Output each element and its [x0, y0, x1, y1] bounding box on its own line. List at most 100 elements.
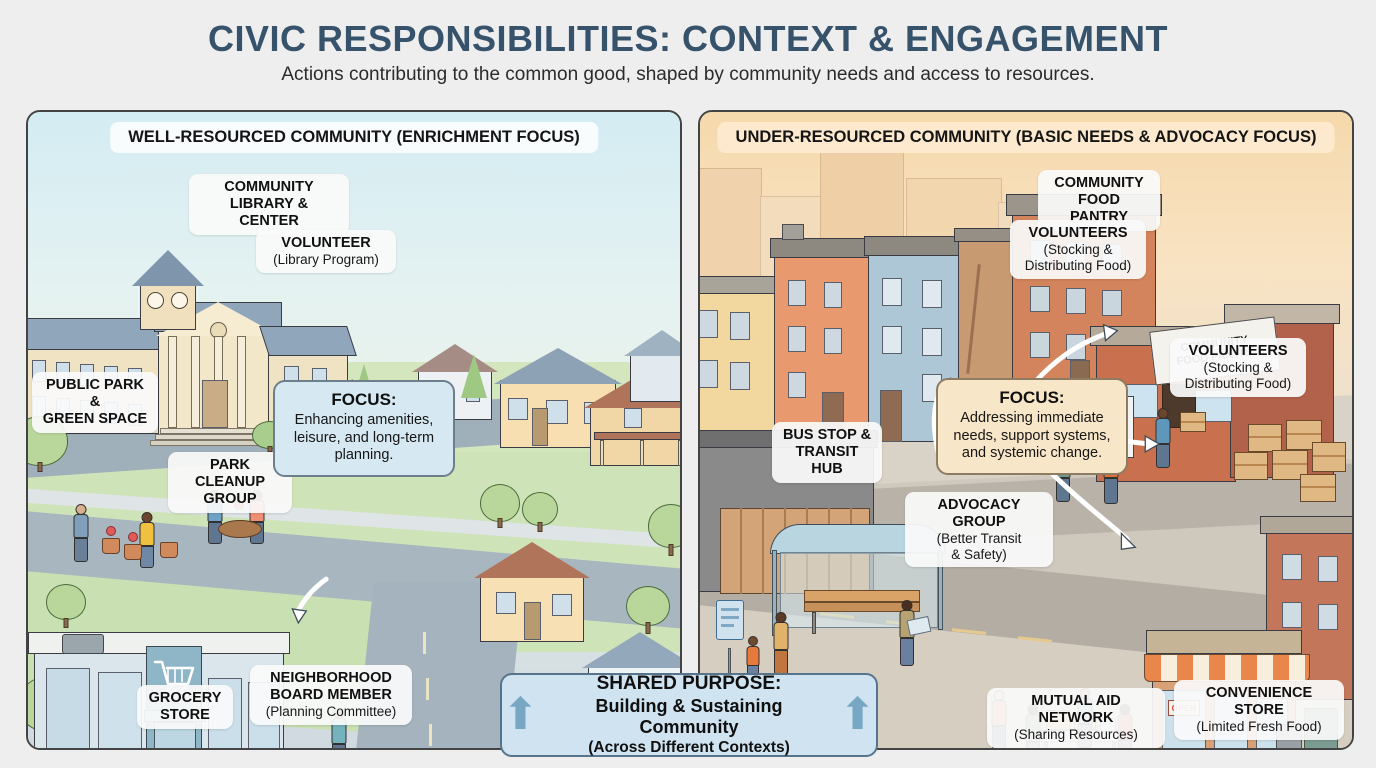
label-line1: VOLUNTEER [281, 235, 371, 251]
flower-pot [160, 542, 178, 558]
evergreen-tree [460, 354, 488, 404]
background-building [700, 168, 762, 278]
bus-shelter-bench-seat [804, 590, 920, 602]
focus-box-right: FOCUS: Addressing immediate needs, suppo… [936, 378, 1128, 475]
tree [480, 482, 520, 528]
sign-line [721, 608, 739, 611]
cargo-box [1180, 412, 1206, 432]
label-park-cleanup-group: PARK CLEANUP GROUP [168, 452, 292, 513]
shared-purpose-line2: Building & Sustaining Community [595, 695, 783, 738]
panel-well-resourced-community: WELL-RESOURCED COMMUNITY (ENRICHMENT FOC… [26, 110, 682, 750]
label-line1: MUTUAL AID NETWORK [1031, 693, 1121, 726]
right-panel-header: UNDER-RESOURCED COMMUNITY (BASIC NEEDS &… [717, 122, 1335, 153]
porch-post [640, 440, 644, 466]
person-park-gardener-2 [136, 512, 158, 570]
clock-face-icon [147, 292, 164, 309]
label-volunteer-library-program: VOLUNTEER (Library Program) [256, 230, 396, 273]
tree [46, 582, 86, 628]
flower-pot [102, 538, 120, 554]
store-awning [1144, 654, 1310, 682]
label-neighborhood-board-member: NEIGHBORHOOD BOARD MEMBER (Planning Comm… [250, 665, 412, 725]
bus-shelter-bench-back [804, 602, 920, 612]
rowhouse-roof [864, 236, 968, 256]
label-line2: (Better Transit & Safety) [936, 530, 1022, 562]
library-tower-spire [132, 250, 204, 286]
wall-plank-line [740, 508, 742, 594]
porch-post [678, 440, 680, 466]
person-park-gardener-1 [70, 504, 92, 564]
library-column [168, 336, 177, 428]
arrow-up-right-icon: ⬆ [839, 690, 876, 740]
flower-pot [124, 544, 142, 560]
shared-purpose-text: SHARED PURPOSE: Building & Sustaining Co… [539, 673, 839, 758]
cargo-box [1248, 424, 1282, 452]
focus-body: Addressing immediate needs, support syst… [953, 410, 1111, 462]
lane-marking [429, 724, 432, 746]
label-line1: VOLUNTEERS [1188, 343, 1288, 359]
bench-leg [812, 612, 816, 634]
label-community-library-center: COMMUNITY LIBRARY & CENTER [189, 174, 349, 235]
person-pantry-volunteer-3 [1152, 408, 1174, 470]
label-line1: COMMUNITY FOOD PANTRY [1054, 175, 1144, 225]
cargo-box [1312, 442, 1346, 472]
label-volunteers-stocking-left: VOLUNTEERS (Stocking & Distributing Food… [1010, 220, 1146, 279]
shared-purpose-banner: ⬆ SHARED PURPOSE: Building & Sustaining … [500, 673, 878, 757]
lane-marking [423, 632, 426, 654]
porch-roof [594, 432, 680, 440]
page-subtitle: Actions contributing to the common good,… [281, 64, 1095, 85]
person-transit-rider-adult [770, 612, 792, 678]
arrow-up-left-icon: ⬆ [502, 690, 539, 740]
shared-purpose-title: SHARED PURPOSE: [596, 672, 782, 694]
label-line1: GROCERY STORE [148, 690, 222, 723]
label-line2: (Stocking & Distributing Food) [1024, 241, 1132, 273]
clock-face-icon [171, 292, 188, 309]
tree [522, 490, 558, 532]
rowhouse-roof [770, 238, 878, 258]
label-line2: (Stocking & Distributing Food) [1184, 359, 1292, 391]
label-line1: BUS STOP & TRANSIT HUB [782, 427, 872, 477]
label-line1: PUBLIC PARK & GREEN SPACE [42, 377, 148, 427]
rowhouse-roof [700, 276, 784, 294]
focus-body: Enhancing amenities, leisure, and long-t… [293, 412, 435, 464]
label-line2: (Library Program) [273, 251, 379, 267]
label-line1: CONVENIENCE STORE [1205, 685, 1313, 718]
sign-line [721, 616, 739, 619]
label-line2: (Sharing Resources) [1014, 726, 1138, 742]
label-line1: PARK CLEANUP GROUP [194, 457, 266, 507]
cargo-box [1234, 452, 1268, 480]
library-column [191, 336, 200, 428]
porch-post [600, 440, 604, 466]
label-mutual-aid-network: MUTUAL AID NETWORK (Sharing Resources) [987, 688, 1165, 748]
garden-soil-patch [218, 520, 262, 538]
flower [106, 526, 116, 536]
flower [128, 532, 138, 542]
library-column [237, 336, 246, 428]
sign-line [721, 624, 734, 627]
left-panel-header: WELL-RESOURCED COMMUNITY (ENRICHMENT FOC… [110, 122, 598, 153]
panel-under-resourced-community: COMMUNITY FOOD PANTRY [698, 110, 1354, 750]
label-line2: (Planning Committee) [265, 703, 397, 719]
label-volunteers-stocking-right: VOLUNTEERS (Stocking & Distributing Food… [1170, 338, 1306, 397]
apartment-roof [1260, 516, 1352, 534]
label-convenience-store: CONVENIENCE STORE (Limited Fresh Food) [1174, 680, 1344, 740]
label-line1: ADVOCACY GROUP [937, 497, 1021, 530]
tree [626, 584, 670, 634]
label-line1: VOLUNTEERS [1028, 225, 1128, 241]
library-entrance-door [202, 380, 228, 428]
label-advocacy-group: ADVOCACY GROUP (Better Transit & Safety) [905, 492, 1053, 568]
label-line1: COMMUNITY LIBRARY & CENTER [224, 179, 314, 229]
lane-marking [426, 678, 429, 700]
library-right-roof [259, 326, 357, 356]
shared-purpose-line3: (Across Different Contexts) [588, 738, 790, 756]
wall-plank-line [762, 508, 764, 594]
roof-vent [782, 224, 804, 240]
tree [648, 502, 680, 556]
rooftop-hvac-unit [62, 634, 104, 654]
focus-box-left: FOCUS: Enhancing amenities, leisure, and… [273, 380, 455, 477]
cargo-box [1300, 474, 1336, 502]
store-roof-parapet [1146, 630, 1302, 654]
label-line2: (Limited Fresh Food) [1196, 718, 1322, 734]
label-line1: NEIGHBORHOOD BOARD MEMBER [270, 670, 392, 703]
bus-schedule-sign [716, 600, 744, 640]
